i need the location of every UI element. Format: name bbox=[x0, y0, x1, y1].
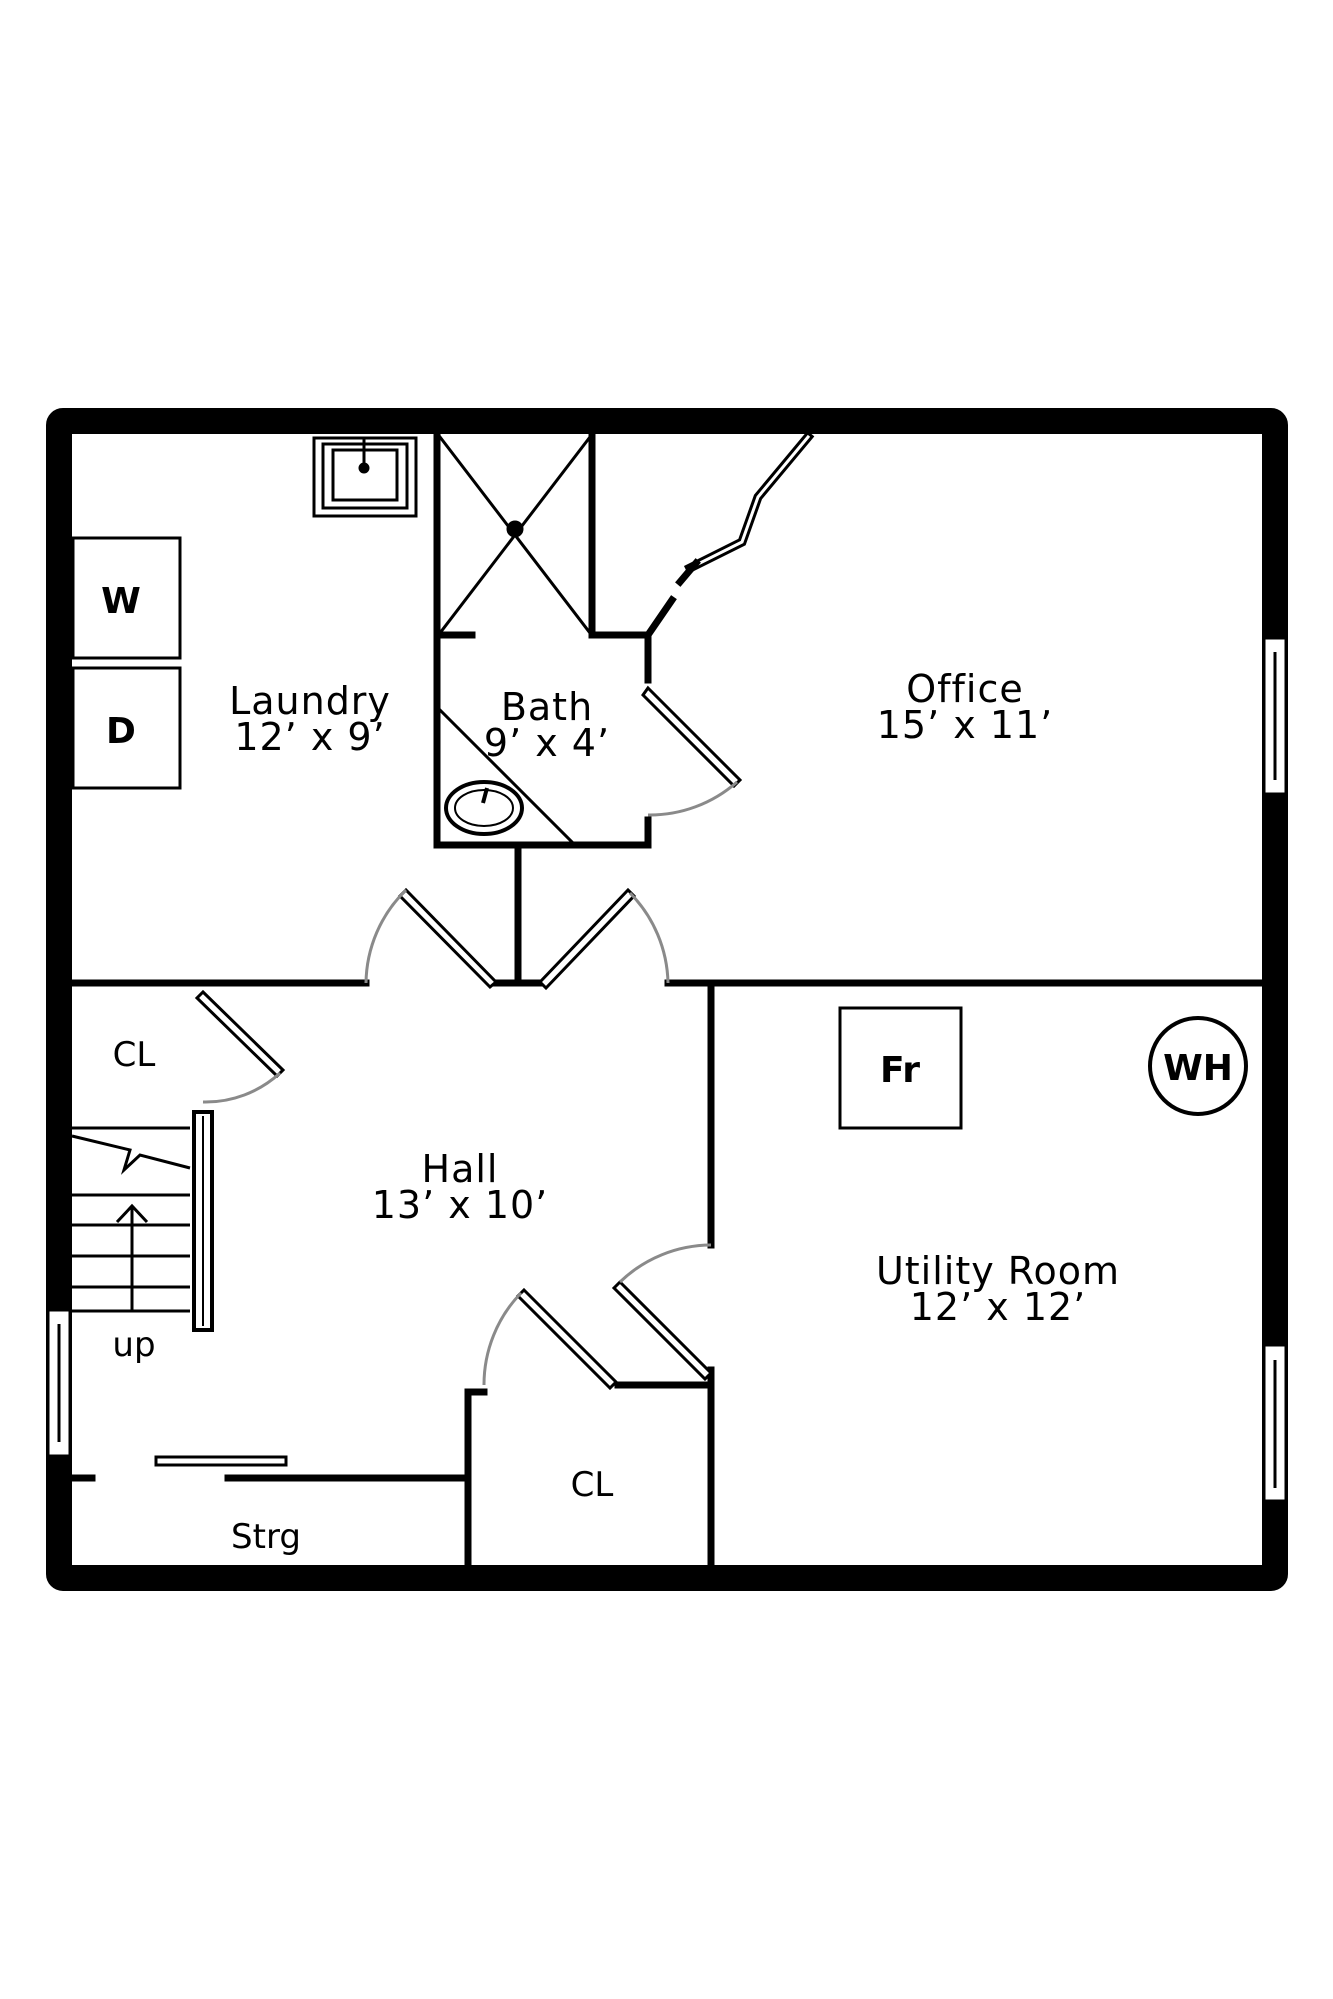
washer: W bbox=[71, 536, 182, 660]
exterior-wall bbox=[46, 408, 1288, 1591]
storage-label: Strg bbox=[231, 1517, 301, 1557]
closet-bottom-label: CL bbox=[571, 1465, 614, 1505]
interior-walls bbox=[68, 431, 1266, 1569]
bath-name: Bath bbox=[501, 685, 593, 729]
furnace-label: Fr bbox=[880, 1050, 920, 1091]
utility-size: 12’ x 12’ bbox=[910, 1285, 1087, 1329]
door-swings bbox=[202, 780, 738, 1386]
hall-size: 13’ x 10’ bbox=[372, 1183, 549, 1227]
dryer: D bbox=[71, 666, 182, 790]
laundry-sink-icon bbox=[312, 436, 418, 518]
bath-counter bbox=[437, 707, 575, 845]
office-bay-window bbox=[675, 430, 815, 587]
shower bbox=[437, 434, 593, 636]
closet-left-label: CL bbox=[113, 1035, 156, 1075]
laundry-size: 12’ x 9’ bbox=[234, 715, 385, 759]
dryer-label: D bbox=[106, 711, 136, 752]
room-labels: Laundry 12’ x 9’ Bath 9’ x 4’ Office 15’… bbox=[112, 667, 1120, 1557]
utility-name: Utility Room bbox=[876, 1249, 1120, 1293]
stairs-up-label: up bbox=[112, 1325, 155, 1365]
bath-sink-icon bbox=[444, 780, 524, 836]
furnace: Fr bbox=[838, 1006, 963, 1130]
laundry-name: Laundry bbox=[229, 679, 391, 723]
washer-label: W bbox=[101, 581, 141, 622]
office-name: Office bbox=[906, 667, 1024, 711]
bath-size: 9’ x 4’ bbox=[484, 721, 610, 765]
windows bbox=[46, 636, 1288, 1503]
stairs bbox=[71, 1110, 214, 1332]
water-heater-label: WH bbox=[1163, 1048, 1233, 1089]
office-size: 15’ x 11’ bbox=[877, 703, 1054, 747]
water-heater: WH bbox=[1148, 1016, 1248, 1116]
hall-name: Hall bbox=[422, 1147, 499, 1191]
